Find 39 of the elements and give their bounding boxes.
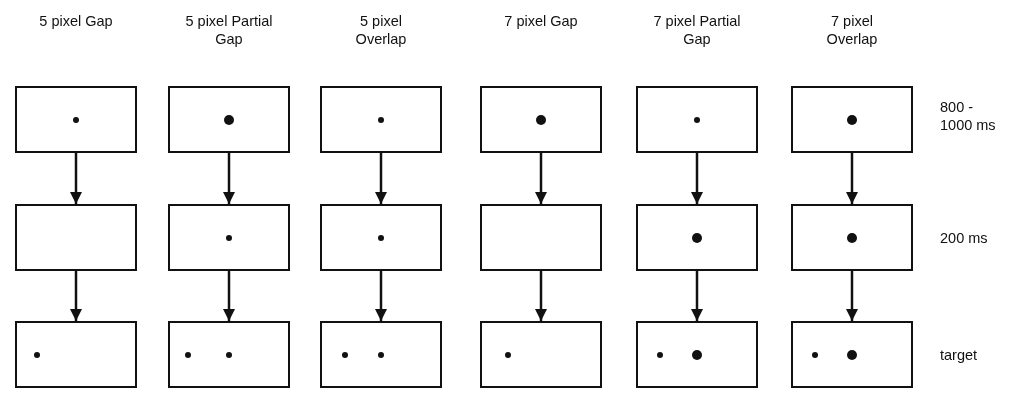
arrow	[690, 153, 704, 204]
screen-frame	[480, 86, 602, 153]
arrow	[222, 271, 236, 321]
screen-frame	[168, 86, 290, 153]
duration-label: 200 ms	[940, 229, 989, 247]
condition-heading: 7 pixel Gap	[503, 12, 579, 30]
screen-frame	[168, 204, 290, 271]
arrow	[690, 271, 704, 321]
arrow	[69, 271, 83, 321]
arrow	[534, 153, 548, 204]
condition-heading: 7 pixel Overlap	[825, 12, 879, 48]
arrow	[534, 271, 548, 321]
screen-frame	[320, 321, 442, 388]
screen-frame	[791, 204, 913, 271]
screen-frame	[320, 86, 442, 153]
arrow	[222, 153, 236, 204]
screen-frame	[636, 86, 758, 153]
screen-frame	[791, 86, 913, 153]
arrow	[845, 153, 859, 204]
screen-frame	[15, 86, 137, 153]
screen-frame	[15, 204, 137, 271]
arrow	[845, 271, 859, 321]
screen-frame	[168, 321, 290, 388]
condition-heading: 7 pixel Partial Gap	[653, 12, 741, 48]
screen-frame	[320, 204, 442, 271]
screen-frame	[480, 321, 602, 388]
screen-frame	[480, 204, 602, 271]
arrow	[374, 153, 388, 204]
screen-frame	[636, 204, 758, 271]
arrow	[69, 153, 83, 204]
condition-heading: 5 pixel Overlap	[354, 12, 408, 48]
arrow	[374, 271, 388, 321]
condition-heading: 5 pixel Partial Gap	[185, 12, 273, 48]
screen-frame	[791, 321, 913, 388]
condition-heading: 5 pixel Gap	[38, 12, 114, 30]
duration-label: target	[940, 346, 979, 364]
screen-frame	[636, 321, 758, 388]
duration-label: 800 - 1000 ms	[940, 98, 997, 134]
screen-frame	[15, 321, 137, 388]
